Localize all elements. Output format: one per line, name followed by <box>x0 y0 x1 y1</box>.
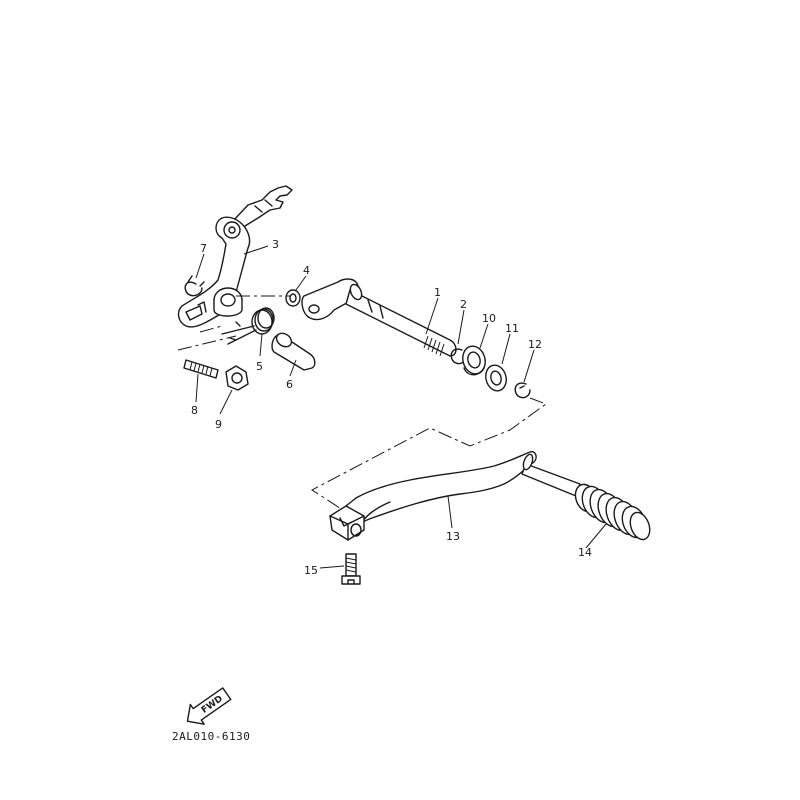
callout-5: 5 <box>256 360 263 373</box>
leader-lines <box>195 245 607 569</box>
fwd-arrow-icon: FWD <box>186 687 232 725</box>
collar-part-6 <box>271 332 316 371</box>
callout-4: 4 <box>303 264 310 277</box>
callout-1: 1 <box>434 286 441 299</box>
callout-13: 13 <box>446 530 460 543</box>
oil-seal-part-4 <box>285 289 301 307</box>
callout-12: 12 <box>528 338 542 351</box>
diagram-code: 2AL010-6130 <box>172 730 250 743</box>
torsion-spring-part-5 <box>221 307 275 345</box>
callout-8: 8 <box>191 404 198 417</box>
nut-part-9 <box>225 365 249 391</box>
callout-15: 15 <box>304 564 318 577</box>
callout-7: 7 <box>200 242 207 255</box>
callout-11: 11 <box>505 322 519 335</box>
circlip-part-12 <box>514 382 531 399</box>
callout-9: 9 <box>215 418 222 431</box>
callout-numbers: 1 2 3 4 5 6 7 8 9 10 11 12 13 14 15 <box>191 238 592 577</box>
callout-6: 6 <box>286 378 293 391</box>
circlip-part-7 <box>184 275 205 297</box>
callout-2: 2 <box>460 298 467 311</box>
callout-3: 3 <box>272 238 279 251</box>
shift-shaft-part-1 <box>301 278 457 357</box>
change-pedal-part-13 <box>329 450 581 541</box>
pinch-bolt-part-15 <box>341 553 361 585</box>
callout-14: 14 <box>578 546 592 559</box>
washer-part-10 <box>462 345 486 376</box>
washer-part-11 <box>485 364 507 392</box>
callout-10: 10 <box>482 312 496 325</box>
stud-bolt-part-8 <box>183 359 219 379</box>
alignment-lines <box>177 295 548 513</box>
rubber-peg-part-14 <box>574 483 651 541</box>
shift-arm-part <box>177 185 293 328</box>
